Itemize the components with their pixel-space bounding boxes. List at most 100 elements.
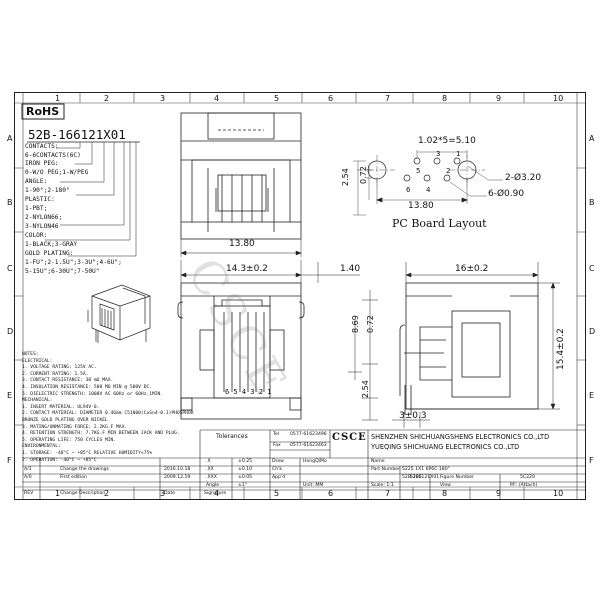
col-label: 7 xyxy=(385,94,391,103)
option-line: ANGLE: xyxy=(25,178,48,185)
col-label: 1 xyxy=(55,94,61,103)
side-view-dim xyxy=(392,262,560,428)
dim-side-height: 15.4±0.2 xyxy=(556,328,566,370)
tolerances-label: Tolerances xyxy=(216,433,248,440)
top-view-dim xyxy=(180,239,302,257)
note-line: 5. DIELECTRIC STRENGTH: 1000V AC 60Hz or… xyxy=(22,391,164,397)
pcb-number: 2 xyxy=(446,167,451,175)
row-label: E xyxy=(7,391,13,400)
rev-desc: First edition xyxy=(60,475,87,480)
rev-header: Date xyxy=(164,491,175,496)
rev-date: 2009.12.19 xyxy=(164,475,191,480)
rohs-box xyxy=(21,103,65,120)
dim-pcb-h1: 2.54 xyxy=(341,168,350,186)
note-line: 1. INSERT MATERIAL: UL94V-0. xyxy=(22,404,100,410)
option-line: 6-6CONTACTS(6C) xyxy=(25,152,81,159)
dim-top-width: 13.80 xyxy=(229,239,255,249)
dim-hole-large: 2-Ø3.20 xyxy=(505,173,542,183)
part-number-value: 52B-166121X01 xyxy=(402,475,440,480)
leader-lines xyxy=(45,142,137,257)
note-line: 3. CONTACT RESISTANCE: 30 mΩ MAX. xyxy=(22,378,114,384)
notes-block: NOTES: ELECTRICAL: 1. VOLTAGE RATING: 12… xyxy=(22,352,194,464)
row-label: D xyxy=(7,327,14,336)
col-label: 10 xyxy=(553,489,564,498)
dim-side-width: 16±0.2 xyxy=(455,264,489,274)
rev-id: A/1 xyxy=(24,467,32,472)
dim-pin-gap: 3±0.3 xyxy=(399,411,427,421)
figure-number-value: 5C220 xyxy=(520,475,535,480)
part-number-label: Part Number xyxy=(371,467,400,472)
fax-label: Fax xyxy=(273,443,281,448)
chk-label: Ch'k xyxy=(272,467,283,472)
name-label: Name xyxy=(371,459,385,464)
option-line: CONTACTS: xyxy=(25,143,59,150)
note-line: MECHANICAL: xyxy=(22,398,53,404)
note-line: 1. STORAGE: -40°C ~ +85°C RELATIVE HUMID… xyxy=(22,450,152,456)
note-line: 2. OPERATION: -40°C ~ +85°C xyxy=(22,457,97,463)
tol-value: ±0.10 xyxy=(238,467,253,472)
col-label: 6 xyxy=(328,94,334,103)
row-label: E xyxy=(589,391,595,400)
rev-header: Change Description xyxy=(60,491,106,496)
front-view-dim xyxy=(180,260,378,421)
col-label: 7 xyxy=(385,489,391,498)
note-line: 2. CONTACT MATERIAL: DIAMETER 0.46mm C51… xyxy=(22,411,194,417)
tol-value: ±0.25 xyxy=(238,459,253,464)
top-view-outline xyxy=(180,112,302,240)
note-line: 2. CURRENT RATING: 1.5A. xyxy=(22,371,89,377)
col-label: 3 xyxy=(160,94,166,103)
dim-pcb-width: 13.80 xyxy=(408,201,434,211)
name-value: 5225 1X1 6P6C 180° xyxy=(402,467,450,472)
connector-3d-sketch xyxy=(87,284,151,343)
col-label: 8 xyxy=(442,94,448,103)
dim-pcb-h2: 0.72 xyxy=(359,166,368,184)
tol-value: ±1° xyxy=(238,483,248,488)
note-line: 4. RETENTION STRENGTH: 7.7KG.F MIN BETWE… xyxy=(22,431,180,437)
company-logo: CSCE xyxy=(332,432,367,443)
option-line: 1-PBT; xyxy=(25,205,48,212)
row-label: F xyxy=(7,456,12,465)
option-line: 0-W/O PEG;1-W/PEG xyxy=(25,169,89,176)
dim-front-h1: 8.69 xyxy=(351,315,360,333)
pcb-number: 5 xyxy=(416,167,421,175)
note-line: 5. OPERATING LIFE: 750 CYCLES MIN. xyxy=(22,437,117,443)
rev-id: A/0 xyxy=(24,475,32,480)
option-line: 1-90°;2-180° xyxy=(25,187,70,194)
dim-front-width: 14.3±0.2 xyxy=(226,264,268,274)
col-label: 6 xyxy=(328,489,334,498)
pcb-number: 3 xyxy=(436,150,441,158)
dim-front-h3: 2.54 xyxy=(361,380,370,398)
option-line: PLASTIC: xyxy=(25,196,55,203)
pcb-number: 1 xyxy=(456,150,461,158)
tol-value: ±0.05 xyxy=(238,475,253,480)
row-label: B xyxy=(7,198,13,207)
col-label: 2 xyxy=(104,489,110,498)
pin-numbers: 6 5 4 3 2 1 xyxy=(225,388,272,396)
view-label: View xyxy=(440,483,451,488)
col-label: 9 xyxy=(496,94,502,103)
dim-hole-small: 6-Ø0.90 xyxy=(488,189,525,199)
tol-key: .X xyxy=(206,459,211,464)
unit-label: Unit: MM xyxy=(303,483,324,488)
figure-number-label: Figure Number xyxy=(440,475,474,480)
dim-offset: 1.40 xyxy=(340,264,361,274)
drew-value: HongQiMo xyxy=(303,459,327,464)
row-label: C xyxy=(589,264,595,273)
option-line: 1-BLACK;3-GRAY xyxy=(25,241,78,248)
pcb-number: 4 xyxy=(426,186,431,194)
dim-pitch: 1.02*5=5.10 xyxy=(418,136,476,146)
fax-value: 0577-61623463 xyxy=(290,443,327,448)
tel-label: Tel xyxy=(273,432,280,437)
row-label: A xyxy=(589,134,595,143)
option-line: COLOR: xyxy=(25,232,48,239)
dim-front-h2: 0.72 xyxy=(366,315,375,333)
col-label: 4 xyxy=(214,489,220,498)
row-label: C xyxy=(7,264,13,273)
rev-header: REV xyxy=(24,491,34,496)
col-label: 5 xyxy=(274,94,280,103)
company-name-1: SHENZHEN SHICHUANGSHENG ELECTRONICS CO.,… xyxy=(371,433,550,441)
rev-date: 2016.10.18 xyxy=(164,467,191,472)
col-label: 2 xyxy=(104,94,110,103)
note-line: BRONZE GOLD PLATING OVER NICKEL xyxy=(22,417,108,423)
option-line: 3-NYLON46 xyxy=(25,223,59,230)
